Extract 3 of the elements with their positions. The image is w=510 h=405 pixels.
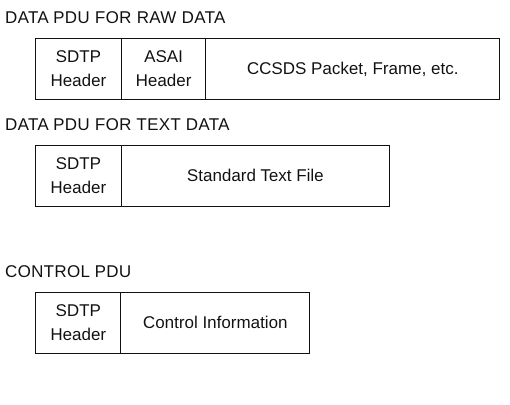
section-heading: CONTROL PDU (5, 262, 132, 282)
section-heading: DATA PDU FOR RAW DATA (5, 8, 226, 28)
section-heading: DATA PDU FOR TEXT DATA (5, 115, 230, 135)
